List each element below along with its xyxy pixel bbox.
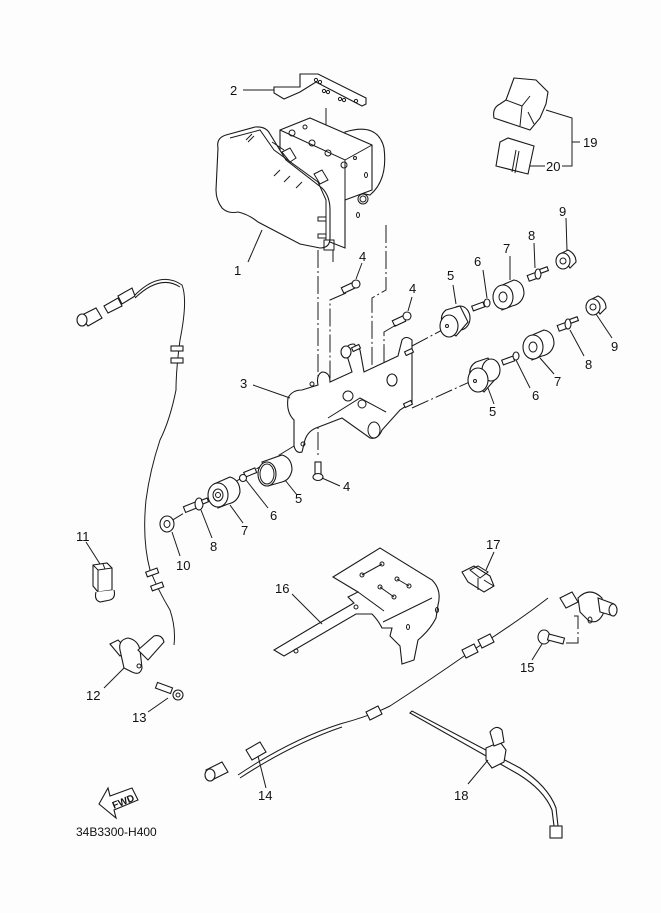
- centerline: [371, 225, 387, 420]
- leader-9b: [595, 313, 613, 339]
- leader-11: [85, 541, 101, 565]
- leader-15: [531, 643, 543, 661]
- leader-7b: [539, 357, 555, 375]
- part-5-damper-left[interactable]: [257, 454, 293, 487]
- callout-5c[interactable]: 5: [295, 491, 302, 506]
- part-6-bolt-lower[interactable]: [500, 351, 520, 366]
- part-15-bolt[interactable]: [537, 615, 579, 645]
- callout-13[interactable]: 13: [132, 710, 146, 725]
- part-4-bolt-a[interactable]: [329, 279, 361, 380]
- part-9-nut-upper[interactable]: [555, 249, 577, 270]
- callout-7a[interactable]: 7: [503, 241, 510, 256]
- part-7-collar-upper[interactable]: [492, 279, 525, 311]
- callout-3[interactable]: 3: [240, 376, 247, 391]
- leader-7c: [229, 504, 244, 524]
- callout-12[interactable]: 12: [86, 688, 100, 703]
- callout-19[interactable]: 19: [583, 135, 597, 150]
- leader-6b: [515, 359, 531, 389]
- part-1-hydraulic-unit[interactable]: [215, 117, 386, 251]
- callout-2[interactable]: 2: [230, 83, 237, 98]
- callout-17[interactable]: 17: [486, 537, 500, 552]
- part-5-damper-upper[interactable]: [439, 305, 471, 338]
- leader-5b: [487, 387, 495, 405]
- leader-12: [103, 667, 125, 689]
- part-6-bolt-left[interactable]: [238, 467, 258, 483]
- leader-6a: [482, 269, 488, 299]
- callout-6a[interactable]: 6: [474, 254, 481, 269]
- fwd-arrow-icon: FWD: [98, 786, 139, 820]
- leader-5c: [284, 479, 298, 496]
- callout-7b[interactable]: 7: [554, 374, 561, 389]
- leader-9a: [565, 217, 568, 252]
- callout-8c[interactable]: 8: [210, 539, 217, 554]
- leader-14: [257, 755, 267, 789]
- callout-15[interactable]: 15: [520, 660, 534, 675]
- callout-5a[interactable]: 5: [447, 268, 454, 283]
- callout-4a[interactable]: 4: [359, 249, 366, 264]
- part-16-bracket[interactable]: [272, 547, 440, 665]
- callout-4b[interactable]: 4: [409, 281, 416, 296]
- part-8-stud-lower[interactable]: [556, 316, 580, 332]
- callout-20[interactable]: 20: [546, 159, 560, 174]
- callout-11[interactable]: 11: [76, 529, 90, 544]
- part-5-damper-lower[interactable]: [467, 357, 501, 393]
- callout-10[interactable]: 10: [176, 558, 190, 573]
- leader-18: [467, 759, 489, 785]
- leader-8c: [200, 509, 213, 539]
- part-7-collar-lower[interactable]: [522, 329, 555, 361]
- leader-4a: [355, 262, 363, 280]
- part-20-coupler-cover[interactable]: [495, 137, 535, 175]
- part-10-nut[interactable]: [159, 515, 175, 533]
- leader-17: [485, 551, 495, 571]
- leader-1: [247, 229, 263, 263]
- leader-5a: [452, 284, 457, 305]
- part-4-bolt-c[interactable]: [312, 461, 324, 482]
- part-17-clamp[interactable]: [461, 565, 495, 593]
- callout-5b[interactable]: 5: [489, 404, 496, 419]
- leader-19: [545, 109, 573, 167]
- diagram-code: 34B3300-H400: [76, 825, 157, 839]
- leader-6c: [245, 479, 269, 509]
- callout-4c[interactable]: 4: [343, 479, 350, 494]
- centerline: [411, 327, 447, 347]
- part-9-nut-lower[interactable]: [585, 295, 607, 316]
- part-8-stud-upper[interactable]: [526, 266, 550, 282]
- callout-18[interactable]: 18: [454, 788, 468, 803]
- part-19-coupler[interactable]: [493, 77, 549, 131]
- part-8-stud-left[interactable]: [182, 497, 210, 514]
- callout-9b[interactable]: 9: [611, 339, 618, 354]
- callout-6c[interactable]: 6: [270, 508, 277, 523]
- callout-6b[interactable]: 6: [532, 388, 539, 403]
- leader-10: [171, 531, 181, 557]
- leader-4b: [407, 296, 413, 312]
- part-18-cable-tie[interactable]: [409, 710, 563, 839]
- part-7-collar-left[interactable]: [207, 476, 241, 509]
- callout-14[interactable]: 14: [258, 788, 272, 803]
- leader-8b: [569, 329, 585, 357]
- part-6-bolt-upper[interactable]: [470, 298, 491, 312]
- callout-8b[interactable]: 8: [585, 357, 592, 372]
- callout-1[interactable]: 1: [234, 263, 241, 278]
- callout-8a[interactable]: 8: [528, 228, 535, 243]
- part-13-bolt[interactable]: [154, 681, 184, 701]
- part-11-coupler[interactable]: [92, 562, 116, 603]
- callout-9a[interactable]: 9: [559, 204, 566, 219]
- part-front-sensor-lead[interactable]: [76, 278, 186, 646]
- leader-3: [252, 384, 291, 399]
- callout-16[interactable]: 16: [275, 581, 289, 596]
- part-3-bracket[interactable]: [287, 336, 415, 453]
- part-12-front-sensor[interactable]: [109, 635, 165, 674]
- part-14-rear-sensor-lead[interactable]: [204, 591, 618, 782]
- callout-7c[interactable]: 7: [241, 523, 248, 538]
- centerline: [411, 379, 475, 409]
- leader-16: [291, 593, 323, 625]
- leader-13: [147, 697, 169, 713]
- leader-4c: [321, 477, 341, 487]
- leader-8a: [533, 242, 536, 269]
